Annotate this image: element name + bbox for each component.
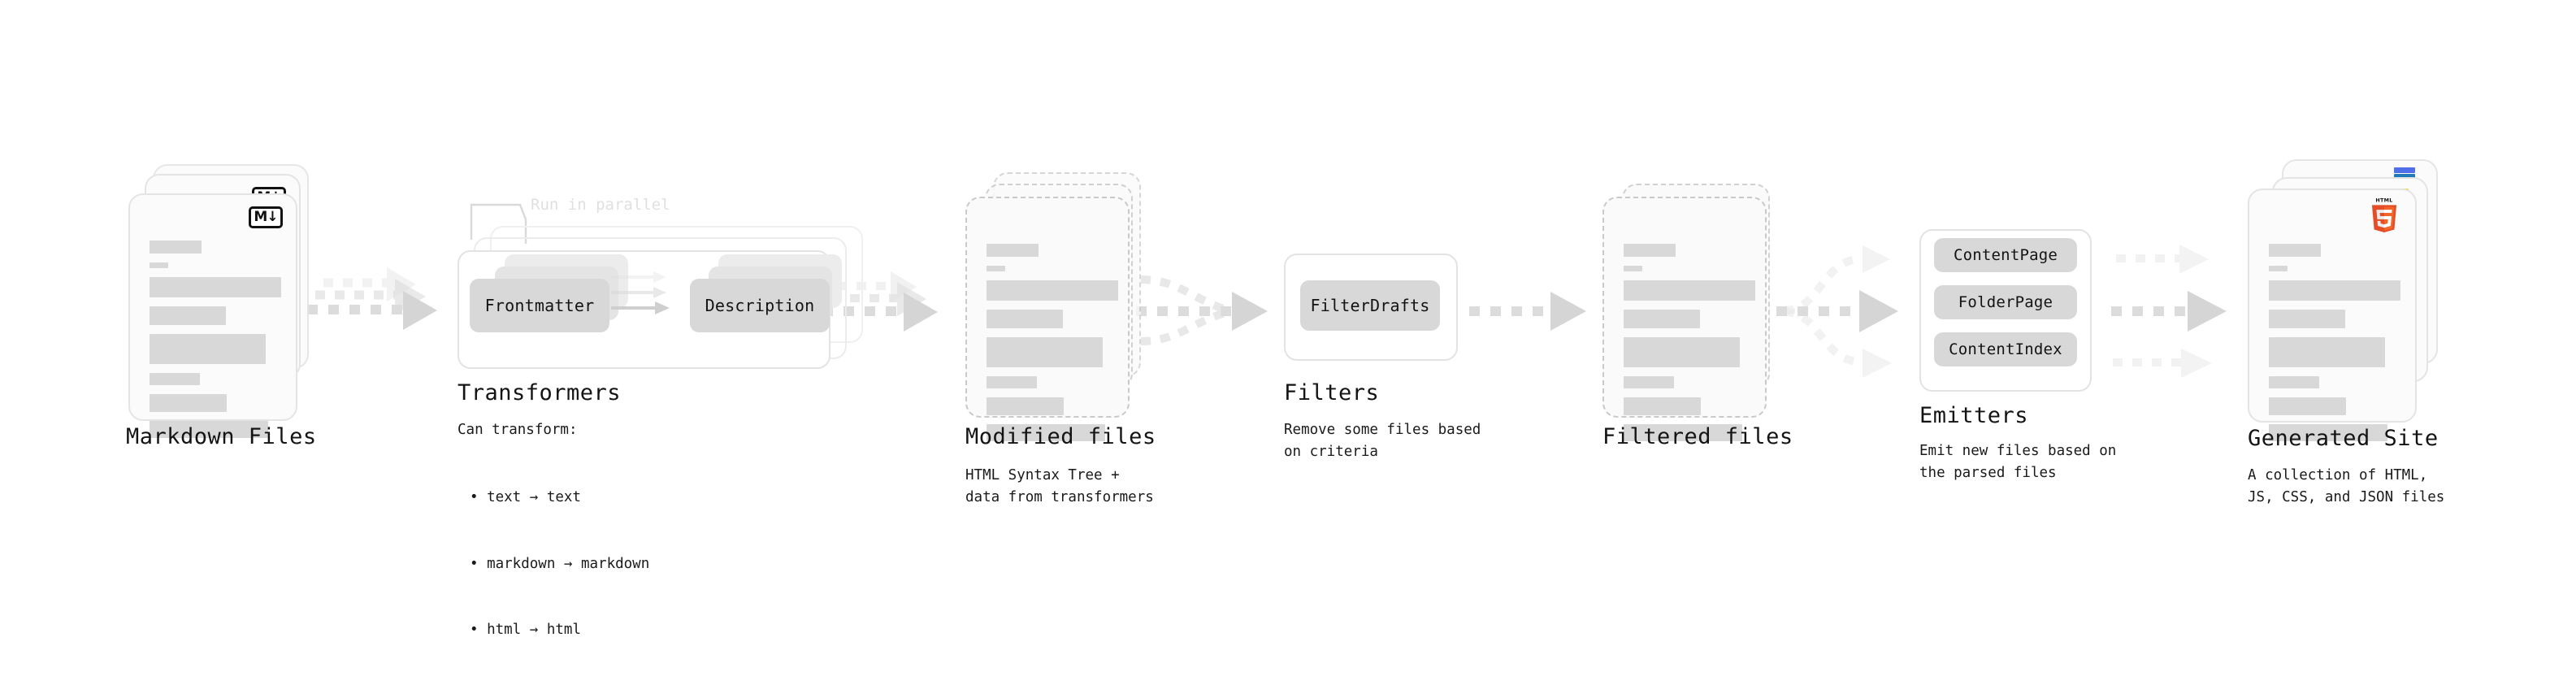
placeholder-line (1624, 244, 1676, 257)
chip-contentindex[interactable]: ContentIndex (1934, 332, 2077, 366)
html5-icon: HTML (2368, 197, 2400, 232)
arrow-filtered-to-emitters (1776, 245, 1898, 378)
svg-text:HTML: HTML (2375, 197, 2392, 203)
run-in-parallel-leader (470, 203, 527, 244)
transform-bullet: • markdown → markdown (470, 555, 650, 572)
placeholder-line (987, 337, 1103, 367)
arrow-filters-to-filtered (1469, 292, 1586, 331)
run-in-parallel-label: Run in parallel (531, 196, 670, 214)
generated-site-caption: A collection of HTML, JS, CSS, and JSON … (2248, 467, 2445, 506)
placeholder-line (2269, 244, 2321, 257)
stage-title-emitters: Emitters (1919, 403, 2029, 428)
placeholder-line (2269, 337, 2385, 367)
filters-caption: Remove some files based on criteria (1284, 422, 1481, 461)
stage-title-transformers: Transformers (458, 380, 622, 405)
md-letter-3: M (254, 209, 267, 225)
placeholder-line (150, 394, 227, 412)
md-arrow-3: ↓ (267, 209, 278, 225)
transformers-caption: Can transform: (458, 422, 578, 438)
filtered-file-card-front (1602, 197, 1767, 441)
placeholder-line (150, 421, 268, 438)
chip-filterdrafts[interactable]: FilterDrafts (1300, 280, 1440, 331)
markdown-file-card-front: M↓ (128, 193, 297, 438)
placeholder-line (1624, 337, 1740, 367)
placeholder-line (987, 266, 1005, 271)
placeholder-line (987, 310, 1063, 328)
placeholder-lines (150, 241, 281, 438)
placeholder-line (1624, 424, 1742, 441)
placeholder-line (2269, 397, 2346, 415)
chip-folderpage[interactable]: FolderPage (1934, 285, 2077, 319)
stage-title-generated-site: Generated Site (2248, 426, 2439, 451)
chip-frontmatter[interactable]: Frontmatter (470, 279, 609, 332)
placeholder-line (150, 334, 266, 364)
placeholder-line (150, 277, 281, 297)
placeholder-line (150, 262, 168, 268)
placeholder-line (1624, 280, 1755, 301)
transform-bullet: • html → html (470, 622, 581, 638)
arrow-markdown-to-transformers (307, 267, 437, 330)
placeholder-line (987, 244, 1039, 257)
placeholder-line (2269, 266, 2288, 271)
markdown-icon: M↓ (249, 206, 283, 228)
placeholder-line (1624, 397, 1701, 415)
modified-file-card-front (965, 197, 1130, 441)
transform-bullet: • text → text (470, 489, 581, 506)
placeholder-line (987, 376, 1037, 388)
stage-title-filters: Filters (1284, 380, 1380, 405)
placeholder-line (2269, 376, 2319, 388)
html5-shield: HTML (2371, 197, 2397, 232)
chip-description[interactable]: Description (690, 279, 830, 332)
md-badge-glyph-3: M↓ (249, 206, 283, 228)
stage-title-markdown-files: Markdown Files (126, 424, 317, 449)
placeholder-line (987, 424, 1105, 441)
emitters-caption: Emit new files based on the parsed files (1919, 443, 2117, 482)
stage-title-modified-files: Modified files (965, 424, 1156, 449)
placeholder-line (1624, 310, 1700, 328)
placeholder-line (987, 397, 1064, 415)
placeholder-line (150, 373, 200, 385)
placeholder-line (2269, 424, 2387, 441)
placeholder-lines (1624, 244, 1755, 441)
placeholder-line (1624, 376, 1674, 388)
transformer-inner-arrows (611, 271, 670, 314)
chip-contentpage[interactable]: ContentPage (1934, 238, 2077, 272)
placeholder-line (150, 241, 202, 254)
placeholder-line (1624, 266, 1642, 271)
placeholder-lines (987, 244, 1118, 441)
stage-title-filtered-files: Filtered files (1602, 424, 1793, 449)
placeholder-line (987, 280, 1118, 301)
arrow-emitters-to-site (2111, 245, 2227, 378)
placeholder-line (2269, 280, 2400, 301)
placeholder-line (150, 306, 226, 325)
placeholder-line (2269, 310, 2345, 328)
placeholder-lines (2269, 244, 2400, 441)
arrow-modified-to-filters (1136, 275, 1268, 345)
modified-files-caption: HTML Syntax Tree + data from transformer… (965, 467, 1154, 506)
css-badge-tag (2394, 167, 2415, 173)
transformers-bullets: • text → text • markdown → markdown • ht… (470, 443, 649, 685)
generated-file-card-front: HTML (2248, 189, 2417, 441)
